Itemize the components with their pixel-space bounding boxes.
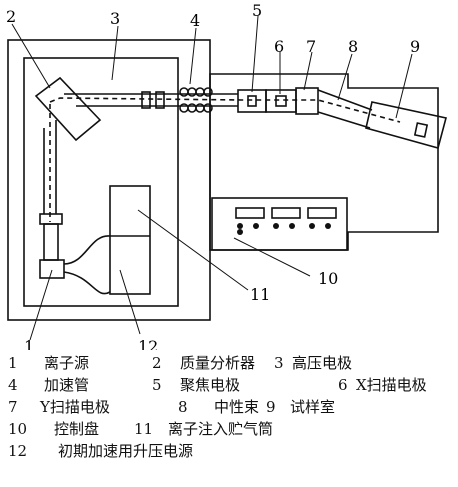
callout-8: 8 xyxy=(348,37,358,56)
knob-2 xyxy=(253,223,259,229)
ion-source-column xyxy=(43,120,57,214)
legend-num: 7 xyxy=(8,398,18,416)
beam-path xyxy=(49,97,401,123)
legend-num: 11 xyxy=(134,420,154,438)
legend-text: 控制盘 xyxy=(54,420,100,438)
knob-5 xyxy=(309,223,315,229)
legend-line-4: 10 控制盘 11 离子注入贮气筒 xyxy=(0,418,458,440)
legend-num: 2 xyxy=(152,354,162,372)
leader-lines xyxy=(11,15,413,341)
legend-text: 离子注入贮气筒 xyxy=(168,420,274,438)
legend-num: 8 xyxy=(178,398,188,416)
legend-text: 初期加速用升压电源 xyxy=(58,442,194,460)
callout-11: 11 xyxy=(250,285,270,304)
gas-reservoir xyxy=(109,185,151,295)
y-scan-electrode xyxy=(295,87,319,115)
legend-num: 5 xyxy=(152,376,162,394)
legend-text: X扫描电极 xyxy=(356,376,427,394)
control-housing xyxy=(209,73,439,251)
outer-enclosure xyxy=(7,39,211,321)
callout-4: 4 xyxy=(190,11,200,30)
legend-line-2: 4 加速管 5 聚焦电极 6 X扫描电极 xyxy=(0,374,458,396)
neutral-beam-duct xyxy=(317,89,373,129)
x-scan-electrode xyxy=(265,89,297,113)
legend-num: 12 xyxy=(8,442,28,460)
callout-2: 2 xyxy=(6,7,16,26)
mass-analyzer xyxy=(34,76,102,142)
knob-4 xyxy=(289,223,295,229)
legend: 1 离子源 2 质量分析器 3 高压电极 4 加速管 5 聚焦电极 6 X扫描电… xyxy=(0,352,458,462)
meter-3 xyxy=(307,207,337,219)
legend-text: 加速管 xyxy=(44,376,90,394)
callout-12: 12 xyxy=(138,337,158,350)
knob-3 xyxy=(273,223,279,229)
legend-num: 1 xyxy=(8,354,18,372)
control-panel xyxy=(211,197,348,251)
ion-source-flange xyxy=(39,213,63,225)
legend-line-3: 7 Y扫描电极 8 中性束 9 试样室 xyxy=(0,396,458,418)
legend-line-5: 12 初期加速用升压电源 xyxy=(0,440,458,462)
callout-6: 6 xyxy=(274,37,284,56)
legend-text: 试样室 xyxy=(290,398,336,416)
acceleration-tube xyxy=(179,87,213,113)
legend-num: 6 xyxy=(338,376,348,394)
callout-10: 10 xyxy=(318,269,338,288)
ion-source-base xyxy=(39,259,65,279)
knob-6 xyxy=(325,223,331,229)
focusing-electrode-core xyxy=(247,95,257,107)
x-scan-electrode-core xyxy=(275,95,287,107)
accel-insulator-2 xyxy=(155,91,165,109)
meter-1 xyxy=(235,207,265,219)
legend-num: 4 xyxy=(8,376,18,394)
focusing-electrode xyxy=(237,89,267,113)
knob-7 xyxy=(237,229,243,235)
legend-text: 离子源 xyxy=(44,354,90,372)
ion-source-body xyxy=(43,223,59,261)
ion-implanter-diagram: 2 3 4 5 6 7 8 9 10 11 12 1 xyxy=(6,1,447,350)
sample-holder xyxy=(413,122,429,138)
callout-7: 7 xyxy=(306,37,316,56)
callout-1: 1 xyxy=(24,337,34,350)
legend-num: 3 xyxy=(274,354,284,372)
power-cable xyxy=(63,235,111,295)
callout-9: 9 xyxy=(410,37,420,56)
knob-1 xyxy=(237,223,243,229)
legend-text: 质量分析器 xyxy=(180,354,256,372)
callout-3: 3 xyxy=(110,9,120,28)
accel-insulator-1 xyxy=(141,91,151,109)
legend-num: 9 xyxy=(266,398,276,416)
legend-text: 中性束 xyxy=(214,398,260,416)
legend-text: 高压电极 xyxy=(292,354,353,372)
legend-text: Y扫描电极 xyxy=(40,398,110,416)
legend-line-1: 1 离子源 2 质量分析器 3 高压电极 xyxy=(0,352,458,374)
high-voltage-electrode-box xyxy=(23,57,179,307)
legend-text: 聚焦电极 xyxy=(180,376,241,394)
legend-num: 10 xyxy=(8,420,28,438)
meter-2 xyxy=(271,207,301,219)
callout-5: 5 xyxy=(252,1,262,20)
sample-chamber xyxy=(365,101,447,149)
